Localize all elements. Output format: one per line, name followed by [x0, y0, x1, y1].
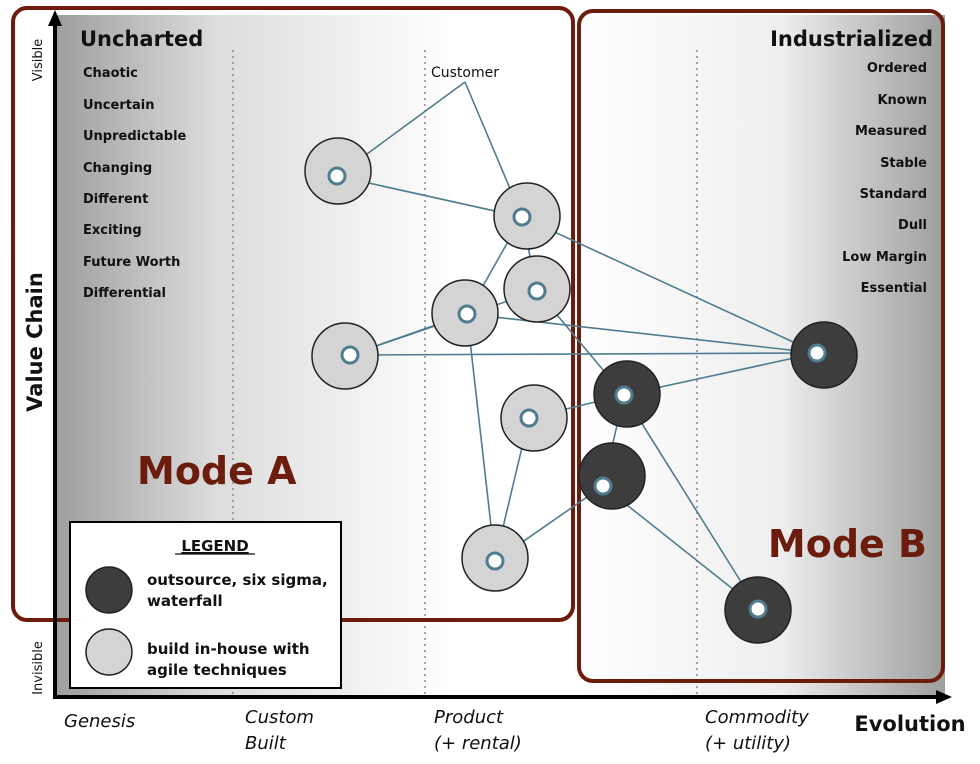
component-node — [457, 304, 477, 324]
y-axis-visible-label: Visible — [31, 39, 46, 81]
legend: LEGEND outsource, six sigma, waterfall b… — [69, 521, 342, 689]
quality-left: Future Worth — [83, 255, 180, 270]
component-node — [614, 385, 634, 405]
mode-b-frame — [577, 9, 945, 683]
quality-left: Exciting — [83, 223, 142, 238]
dependency-link — [521, 216, 818, 354]
legend-outsource-line1: outsource, six sigma, — [147, 571, 328, 589]
quality-right: Known — [877, 93, 927, 108]
component-node — [485, 551, 505, 571]
quality-right: Stable — [880, 156, 927, 171]
quality-right: Essential — [861, 281, 927, 296]
component-node — [327, 166, 347, 186]
component-node — [340, 345, 360, 365]
customer-anchor: Customer — [431, 65, 499, 81]
quality-left: Different — [83, 192, 148, 207]
quality-right: Dull — [898, 218, 927, 233]
stage-commodity-label-2: (+ utility) — [705, 733, 791, 754]
x-axis-title: Evolution — [854, 712, 965, 736]
quality-left: Chaotic — [83, 66, 138, 81]
dependency-link — [623, 394, 759, 610]
quality-right: Standard — [860, 187, 927, 202]
quality-left: Changing — [83, 161, 152, 176]
legend-inhouse-line1: build in-house with — [147, 640, 310, 658]
uncharted-title: Uncharted — [80, 27, 203, 51]
x-axis-arrow — [936, 690, 952, 704]
stage-commodity-label: Commodity — [705, 707, 809, 728]
stage-genesis-label: Genesis — [64, 711, 135, 732]
quality-left: Unpredictable — [83, 129, 187, 144]
legend-inhouse-line2: agile techniques — [147, 661, 287, 679]
industrialized-qualities: Ordered Known Measured Stable Standard D… — [842, 61, 927, 296]
stage-product-label-2: (+ rental) — [434, 733, 522, 754]
component-node — [748, 599, 768, 619]
component-node — [593, 476, 613, 496]
quality-right: Ordered — [867, 61, 927, 76]
y-axis-invisible-label: Invisible — [31, 641, 46, 695]
quality-left: Uncertain — [83, 98, 154, 113]
legend-outsource-swatch — [85, 566, 133, 614]
legend-title: LEGEND — [181, 537, 248, 555]
stage-custom-label-2: Built — [245, 733, 287, 754]
y-axis-title: Value Chain — [23, 272, 47, 412]
dependency-link — [349, 352, 818, 356]
quality-right: Measured — [855, 124, 927, 139]
industrialized-title: Industrialized — [770, 27, 933, 51]
stage-custom-label: Custom — [245, 707, 314, 728]
outsource-component-halo — [578, 442, 646, 510]
component-node — [807, 343, 827, 363]
mode-b-label: Mode B — [768, 522, 927, 566]
legend-inhouse-swatch — [85, 628, 133, 676]
stage-product-label: Product — [434, 707, 504, 728]
component-nodes — [327, 166, 827, 619]
component-node — [512, 207, 532, 227]
y-axis-arrow — [48, 10, 62, 26]
legend-outsource-line2: waterfall — [147, 592, 223, 610]
quality-left: Differential — [83, 286, 166, 301]
component-node — [519, 408, 539, 428]
component-node — [527, 281, 547, 301]
uncharted-qualities: Chaotic Uncertain Unpredictable Changing… — [83, 66, 187, 301]
quality-right: Low Margin — [842, 250, 927, 265]
component-halos — [304, 137, 858, 644]
mode-a-label: Mode A — [137, 449, 297, 493]
